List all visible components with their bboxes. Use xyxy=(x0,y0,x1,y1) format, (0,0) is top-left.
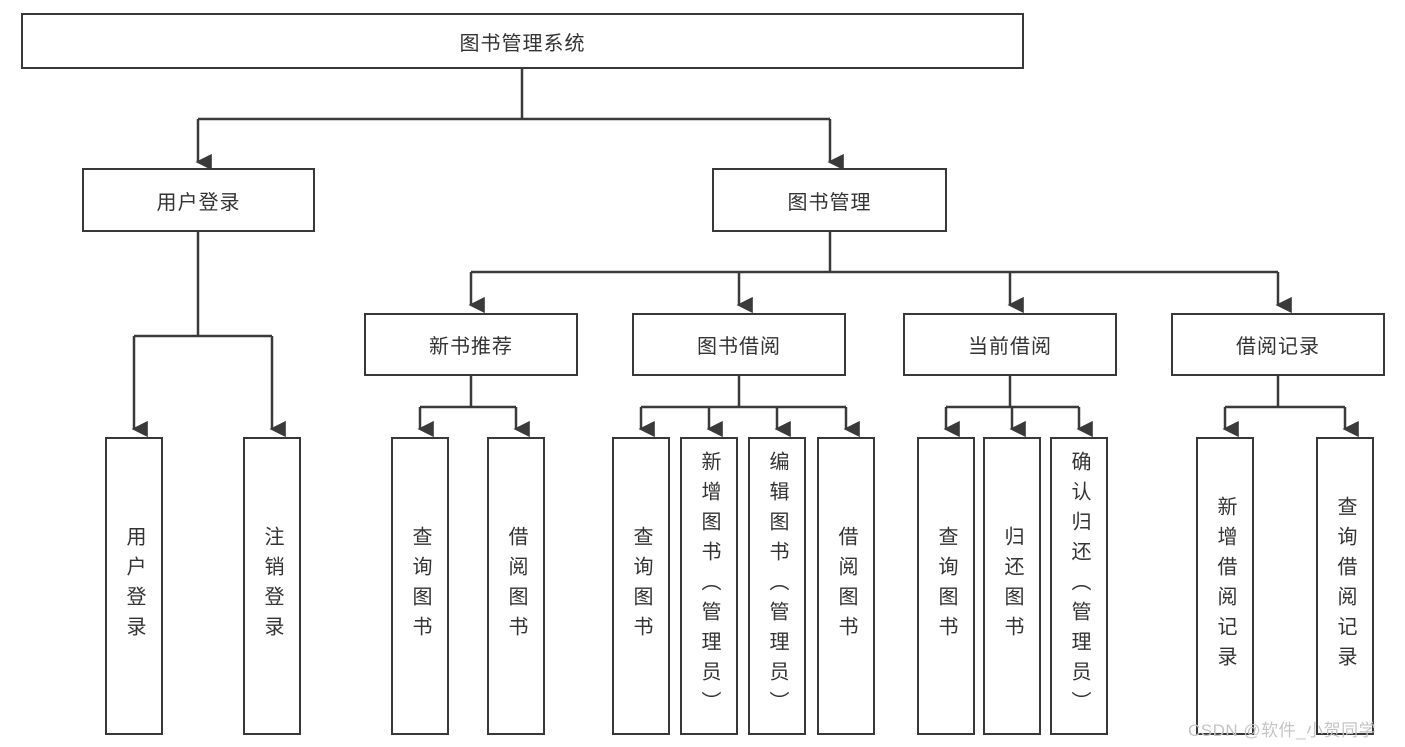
leaf-confirm-return-admin: 确认归还（管理员） xyxy=(1050,437,1108,735)
node-label: 查询借阅记录 xyxy=(1334,496,1356,676)
node-label: 新增图书（管理员） xyxy=(698,451,720,721)
node-label: 编辑图书（管理员） xyxy=(766,451,788,721)
leaf-logout: 注销登录 xyxy=(243,437,301,735)
node-label: 查询图书 xyxy=(409,526,431,646)
node-label: 注销登录 xyxy=(261,526,283,646)
node-label: 查询图书 xyxy=(630,526,652,646)
node-label: 借阅图书 xyxy=(505,526,527,646)
node-label: 新增借阅记录 xyxy=(1214,496,1236,676)
node-book-borrowing: 图书借阅 xyxy=(632,313,846,376)
watermark-text: CSDN @软件_小贺同学 xyxy=(1188,721,1377,740)
leaf-borrow-books-recommend: 借阅图书 xyxy=(487,437,545,735)
leaf-user-login: 用户登录 xyxy=(105,437,163,735)
node-current-borrowing: 当前借阅 xyxy=(903,313,1117,376)
leaf-edit-book-admin: 编辑图书（管理员） xyxy=(748,437,806,735)
leaf-add-book-admin: 新增图书（管理员） xyxy=(680,437,738,735)
leaf-return-book: 归还图书 xyxy=(983,437,1041,735)
leaf-query-borrow-record: 查询借阅记录 xyxy=(1316,437,1374,735)
leaf-borrow-books: 借阅图书 xyxy=(817,437,875,735)
node-new-book-recommend: 新书推荐 xyxy=(364,313,578,376)
node-label: 归还图书 xyxy=(1001,526,1023,646)
node-label: 用户登录 xyxy=(123,526,145,646)
node-label: 借阅图书 xyxy=(835,526,857,646)
node-label: 查询图书 xyxy=(935,526,957,646)
leaf-add-borrow-record: 新增借阅记录 xyxy=(1196,437,1254,735)
node-label: 确认归还（管理员） xyxy=(1068,451,1090,721)
node-user-login: 用户登录 xyxy=(82,168,315,232)
node-borrowing-records: 借阅记录 xyxy=(1171,313,1385,376)
node-library-system: 图书管理系统 xyxy=(21,13,1024,69)
leaf-query-books-borrow: 查询图书 xyxy=(612,437,670,735)
leaf-query-books-recommend: 查询图书 xyxy=(391,437,449,735)
node-book-management: 图书管理 xyxy=(712,168,947,232)
leaf-query-books-current: 查询图书 xyxy=(917,437,975,735)
